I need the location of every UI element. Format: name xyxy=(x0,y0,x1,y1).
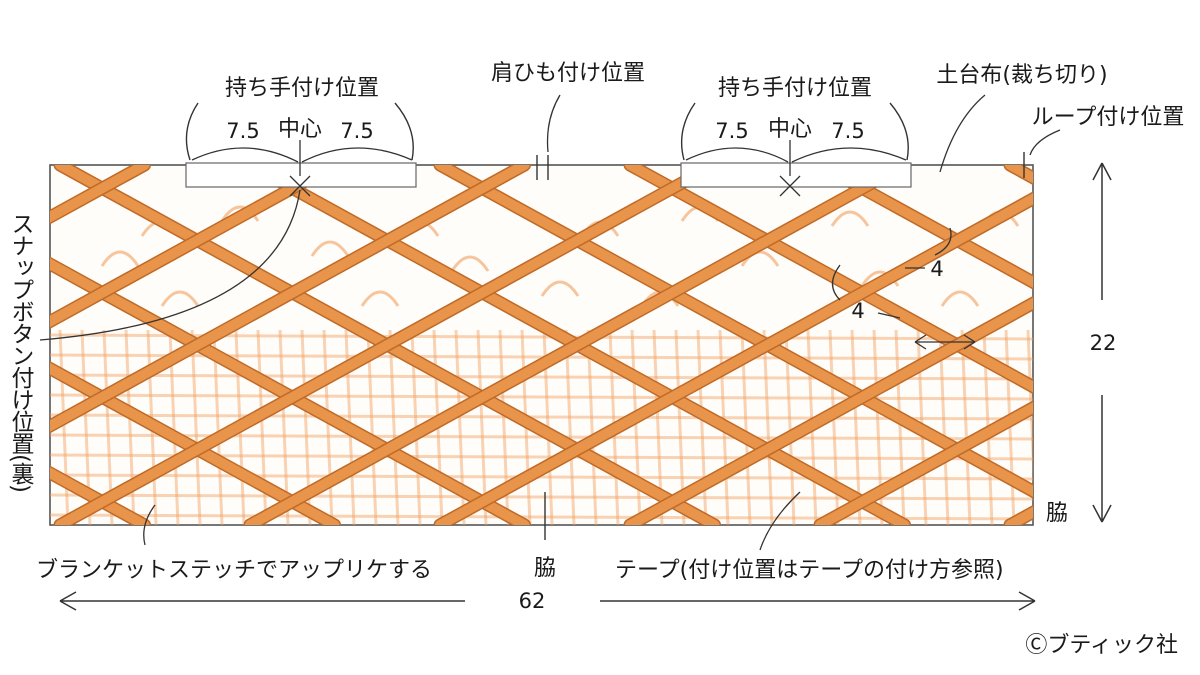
leader-shoulder xyxy=(546,94,561,153)
bracket-right-a xyxy=(685,147,789,163)
loop-position-label: ループ付け位置 xyxy=(1032,105,1185,130)
dim-right-7-5-b: 7.5 xyxy=(831,119,864,143)
applique-grid-line xyxy=(50,473,1033,481)
bracket-left-outer-r xyxy=(394,102,414,161)
applique-grid-line xyxy=(564,329,576,525)
leader-applique xyxy=(143,504,156,546)
tape-strip xyxy=(435,193,1033,525)
applique-grid-line xyxy=(938,329,950,525)
height-arrow-up xyxy=(1092,162,1112,300)
base-fabric-label: 土台布(裁ち切り) xyxy=(936,63,1107,88)
applique-grid-line xyxy=(960,329,972,525)
copyright-label: Ⓒブティック社 xyxy=(1025,633,1178,658)
gap-arc-2 xyxy=(831,264,841,301)
bracket-right-outer-r xyxy=(889,102,909,161)
dim-right-center: 中心 xyxy=(768,117,812,142)
dim-width: 62 xyxy=(519,589,546,613)
applique-grid-line xyxy=(190,329,202,525)
dim-left-7-5-b: 7.5 xyxy=(340,119,373,143)
applique-arc xyxy=(830,210,870,227)
applique-grid-line xyxy=(50,513,1033,521)
dim-right-7-5-a: 7.5 xyxy=(715,119,748,143)
bracket-left-outer xyxy=(185,102,199,161)
snap-button-label: スナップボタン付け位置(裏) xyxy=(7,212,35,492)
applique-grid-line xyxy=(50,373,1033,381)
tape-strip xyxy=(815,402,1033,525)
dim-left-center: 中心 xyxy=(278,117,322,142)
applique-arc xyxy=(360,290,400,307)
applique-arc xyxy=(100,250,140,267)
gap-arc-1 xyxy=(934,227,952,256)
applique-grid-line xyxy=(50,413,1033,421)
side-label-right: 脇 xyxy=(1046,501,1068,526)
applique-grid-line xyxy=(894,329,906,525)
applique-grid-line xyxy=(696,329,708,525)
applique-grid-line xyxy=(586,329,598,525)
handle-position-label-right: 持ち手付け位置 xyxy=(718,76,872,101)
applique-grid-line xyxy=(322,329,334,525)
width-arrow-left xyxy=(59,591,465,611)
shoulder-strap-label: 肩ひも付け位置 xyxy=(491,61,645,86)
leader-tape xyxy=(759,491,801,551)
bracket-left-b xyxy=(301,147,413,163)
tape-strip xyxy=(50,165,340,328)
tape-strip xyxy=(50,165,530,432)
dim-left-7-5-a: 7.5 xyxy=(226,119,259,143)
tape-strip xyxy=(55,165,720,525)
applique-arc xyxy=(310,240,350,257)
diagonal-tapes xyxy=(50,165,1033,525)
leader-base-fabric xyxy=(939,94,986,173)
applique-label: ブランケットステッチでアップリケする xyxy=(36,558,432,583)
height-arrow-down xyxy=(1092,395,1112,523)
applique-arc xyxy=(740,250,780,267)
bracket-right-b xyxy=(791,147,907,163)
applique-grid-line xyxy=(58,329,70,525)
dim-gap-4-b: 4 xyxy=(851,299,864,323)
tape-strip xyxy=(245,165,910,525)
applique-grid-line xyxy=(1026,329,1033,489)
width-arrow-right xyxy=(600,591,1036,611)
applique-grid-line xyxy=(124,329,136,525)
applique-arc xyxy=(540,280,580,297)
tape-label: テープ(付け位置はテープの付け方参照) xyxy=(615,558,1004,583)
applique-grid-line xyxy=(476,329,488,525)
applique-grid-line xyxy=(388,329,400,525)
tape-strip xyxy=(815,165,1033,288)
applique-grid-line xyxy=(630,329,642,525)
side-label-bottom: 脇 xyxy=(534,556,556,581)
applique-arc xyxy=(160,290,200,307)
bracket-left-a xyxy=(191,147,299,163)
gap-leader-2 xyxy=(877,312,901,319)
tape-strip xyxy=(625,297,1033,525)
handle-attachment-right xyxy=(680,162,912,188)
leader-snap xyxy=(39,189,301,341)
applique-arc xyxy=(940,290,980,307)
leader-loop xyxy=(1029,129,1061,156)
applique-arc xyxy=(220,205,260,222)
applique-grid-line xyxy=(212,329,224,525)
bracket-right-outer xyxy=(680,102,696,161)
applique-arc xyxy=(450,255,490,272)
horizontal-arrow xyxy=(914,334,976,350)
applique-grid-line xyxy=(762,329,774,525)
handle-position-label-left: 持ち手付け位置 xyxy=(225,76,379,101)
handle-attachment-left xyxy=(185,162,417,188)
applique-grid-line xyxy=(366,329,378,525)
dim-gap-4-a: 4 xyxy=(930,257,943,281)
dim-height: 22 xyxy=(1090,331,1117,355)
snap-mark-left xyxy=(289,175,311,197)
snap-mark-right xyxy=(779,175,801,197)
tape-strip xyxy=(50,362,340,525)
shoulder-strap-mark xyxy=(536,155,549,180)
